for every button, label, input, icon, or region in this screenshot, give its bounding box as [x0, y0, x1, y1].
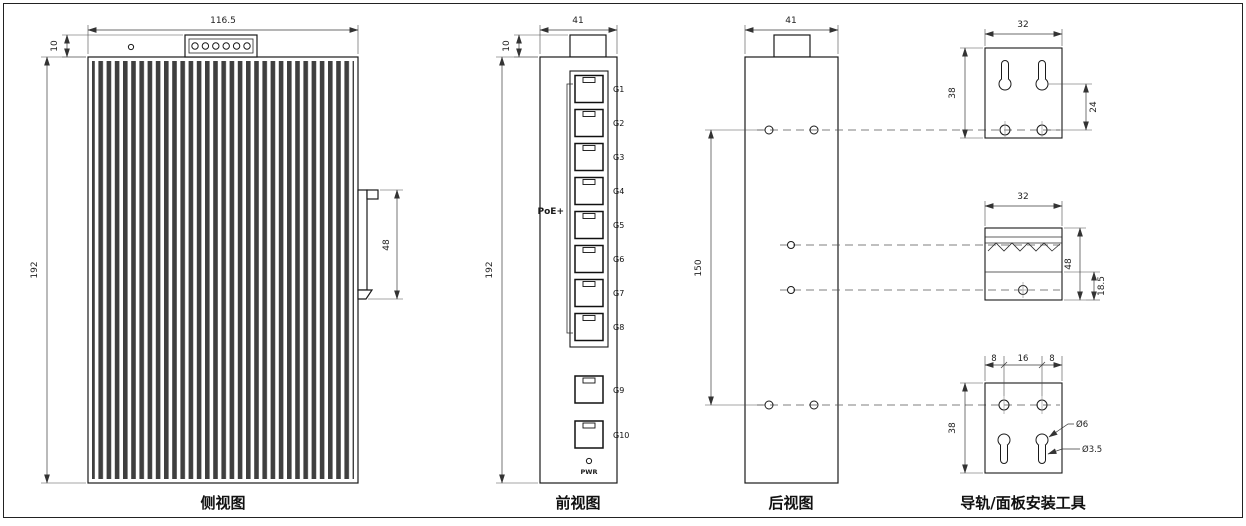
top-panel-bracket: 32 38 24 [948, 20, 1099, 139]
port-label-g3: G3 [613, 153, 624, 162]
din-rail-clip: 32 48 18.5 [984, 192, 1107, 301]
dim-label-41-rear: 41 [785, 16, 796, 26]
clip-spring-teeth [987, 242, 1061, 252]
dim-top-bracket-hole-gap: 24 [1048, 83, 1099, 131]
dim-label-10: 10 [50, 40, 60, 52]
rj45-port-g5 [574, 210, 604, 240]
front-view: G1 G2 G3 G4 G5 G6 G7 G8 PoE+ G9 G10 PWR … [485, 16, 629, 512]
poe-bracket [566, 83, 573, 334]
port-label-g8: G8 [613, 323, 624, 332]
rear-hole [787, 241, 795, 249]
dim-rear-hole-spacing: 150 [694, 129, 763, 406]
dim-side-width: 116.5 [87, 16, 359, 54]
port-label-g1: G1 [613, 85, 624, 94]
dim-label-16: 16 [1018, 354, 1029, 364]
rear-view-details: 41 150 后视图 [694, 16, 839, 512]
dim-bottom-bracket-height: 38 [948, 382, 983, 474]
callout-hole-diameter: Ø6 [1048, 419, 1088, 438]
dim-label-32-top: 32 [1017, 20, 1028, 30]
side-view: 116.5 10 192 48 侧视图 [30, 16, 403, 512]
callout-label-d3-5: Ø3.5 [1082, 444, 1102, 455]
dim-label-48-clip: 48 [1064, 258, 1074, 270]
rear-hole [809, 400, 819, 410]
din-clip-profile [357, 189, 379, 300]
port-column-frame [569, 70, 609, 348]
dim-top-bracket-width: 32 [984, 20, 1063, 46]
rj45-port-g4 [574, 176, 604, 206]
port-label-g5: G5 [613, 221, 624, 230]
dim-clip-width: 32 [984, 192, 1063, 226]
din-clip-plate [984, 227, 1063, 301]
terminal-block [184, 34, 258, 58]
rj45-port-g3 [574, 142, 604, 172]
callout-label-d6: Ø6 [1076, 419, 1088, 430]
pwr-label: PWR [581, 468, 598, 476]
dim-clip-lower: 18.5 [1064, 271, 1107, 301]
rj45-port-g8 [574, 312, 604, 342]
cooling-fins [92, 61, 354, 479]
rj45-port-g10 [574, 420, 604, 449]
dim-label-38-bottom: 38 [948, 422, 958, 434]
dim-label-8b: 8 [1049, 354, 1054, 364]
rear-body [744, 56, 839, 484]
port-label-g10: G10 [613, 431, 629, 440]
dim-label-38-top: 38 [948, 87, 958, 99]
rj45-port-g1 [574, 74, 604, 104]
ground-screw-hole [127, 43, 135, 51]
port-label-g6: G6 [613, 255, 624, 264]
rj45-port-g9 [574, 375, 604, 404]
rear-view-label: 后视图 [768, 494, 813, 512]
dim-label-18-5: 18.5 [1097, 276, 1107, 296]
callout-slot-diameter: Ø3.5 [1047, 444, 1102, 455]
rear-hole [809, 125, 819, 135]
port-label-g2: G2 [613, 119, 624, 128]
dim-label-150: 150 [694, 259, 704, 276]
port-label-g7: G7 [613, 289, 624, 298]
dim-front-width: 41 [539, 16, 618, 54]
rj45-port-g7 [574, 278, 604, 308]
dim-label-41-front: 41 [572, 16, 583, 26]
dim-top-bracket-height: 38 [948, 47, 983, 139]
dim-clip-height: 48 [368, 189, 403, 300]
rear-hole [764, 400, 774, 410]
rear-view [744, 34, 839, 484]
dim-bottom-bracket-top: 8 16 8 [984, 354, 1063, 396]
rear-hole [764, 125, 774, 135]
poe-label: PoE+ [538, 207, 564, 217]
dim-label-48: 48 [382, 239, 392, 251]
port-label-g4: G4 [613, 187, 624, 196]
side-view-label: 侧视图 [200, 494, 245, 512]
dim-side-height: 192 [30, 56, 86, 484]
dim-label-32-clip: 32 [1017, 192, 1028, 202]
rj45-port-g6 [574, 244, 604, 274]
rj45-port-g2 [574, 108, 604, 138]
dim-label-192: 192 [30, 261, 40, 278]
port-label-g9: G9 [613, 386, 624, 395]
rear-hole [787, 286, 795, 294]
dim-label-8a: 8 [991, 354, 996, 364]
mount-tools: 32 38 24 [948, 20, 1107, 512]
top-bracket-plate [984, 47, 1063, 139]
dim-rear-width: 41 [744, 16, 839, 54]
mount-tools-label: 导轨/面板安装工具 [960, 494, 1085, 512]
pwr-led [585, 457, 593, 465]
dim-label-116-5: 116.5 [210, 16, 236, 26]
rear-top-block [773, 34, 811, 58]
bottom-panel-bracket: 8 16 8 38 Ø6 Ø3.5 [948, 354, 1102, 474]
dim-label-192-front: 192 [485, 261, 495, 278]
dim-front-height: 192 [485, 56, 538, 484]
dim-clip-height: 48 [1064, 227, 1086, 301]
dim-label-24: 24 [1089, 101, 1099, 113]
front-top-block [569, 34, 607, 58]
dim-label-10-front: 10 [502, 40, 512, 52]
front-view-label: 前视图 [555, 494, 600, 512]
